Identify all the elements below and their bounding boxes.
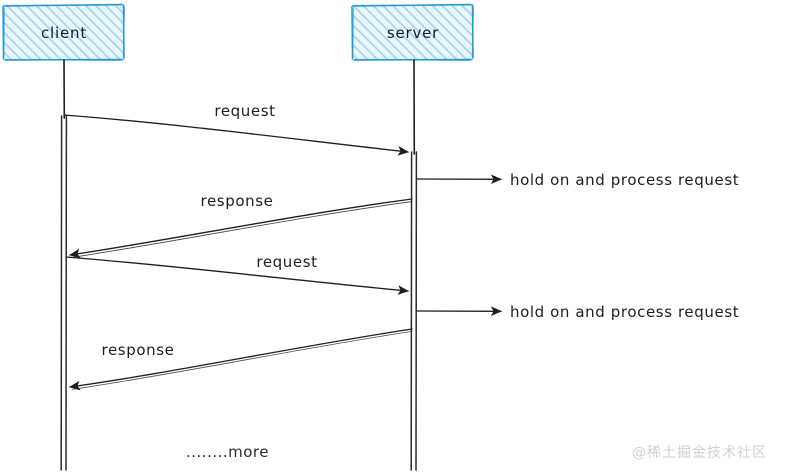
message-arrow-response-1[interactable] (68, 198, 413, 259)
message-arrow-response-2[interactable] (68, 328, 413, 391)
watermark-text: @稀土掘金技术社区 (632, 445, 767, 461)
lifeline-client (60, 59, 68, 471)
message-arrow-request-1[interactable] (63, 114, 410, 156)
participant-box-server[interactable] (351, 3, 475, 62)
message-arrow-request-2[interactable] (65, 256, 410, 295)
lifeline-server (410, 59, 418, 471)
participant-box-client[interactable] (2, 3, 126, 62)
